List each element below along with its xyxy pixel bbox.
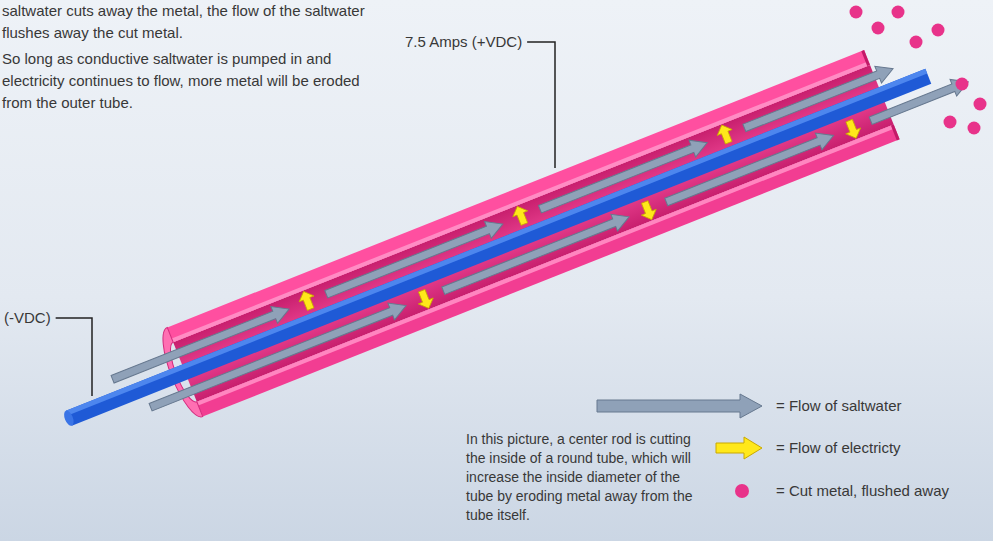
- note-text: In this picture, a center rod is cutting…: [466, 430, 711, 525]
- center-rod: [66, 69, 931, 426]
- electricity-arrow: [414, 288, 436, 312]
- tube-cut-face: [861, 50, 870, 66]
- center-rod-end: [62, 409, 75, 427]
- electricity-arrow: [510, 203, 532, 227]
- terminal-label: 7.5 Amps (+VDC): [405, 31, 522, 53]
- cut-metal-dot: [932, 24, 945, 37]
- legend-saltwater-sample: [597, 394, 762, 418]
- saltwater-arrow: [147, 297, 409, 415]
- cut-metal-dot: [956, 78, 969, 91]
- center-rod-highlight: [66, 69, 927, 416]
- legend-swatch: [735, 484, 749, 498]
- cut-metal-dot: [944, 116, 957, 129]
- cut-metal-dot: [968, 122, 981, 135]
- cut-metal-dot: [892, 6, 905, 19]
- cut-metal-dot: [974, 98, 987, 111]
- leader-line: [527, 42, 555, 168]
- legend-text: = Flow of saltwater: [776, 395, 901, 417]
- electricity-arrow: [296, 288, 318, 312]
- electricity-arrow: [637, 199, 659, 223]
- tube-upper-wall: [167, 50, 870, 342]
- tube-lower-wall-edge: [197, 124, 895, 405]
- legend-text: = Flow of electricty: [776, 437, 901, 459]
- note-text: saltwater cuts away the metal, the flow …: [2, 0, 367, 44]
- electricity-arrow: [842, 118, 864, 142]
- cut-metal-dot: [850, 6, 863, 19]
- cut-metal-dot: [910, 36, 923, 49]
- electricity-arrow: [714, 122, 736, 146]
- tube-upper-wall-edge: [172, 61, 870, 342]
- note-text: So long as conductive saltwater is pumpe…: [2, 48, 367, 114]
- tube-cut-face: [891, 124, 900, 140]
- tube-lower-wall: [197, 124, 900, 416]
- leader-line: [56, 318, 92, 396]
- terminal-label: (-VDC): [4, 307, 51, 329]
- legend-electricity-sample: [716, 437, 762, 459]
- legend-text: = Cut metal, flushed away: [776, 480, 949, 502]
- cut-metal-dot: [872, 22, 885, 35]
